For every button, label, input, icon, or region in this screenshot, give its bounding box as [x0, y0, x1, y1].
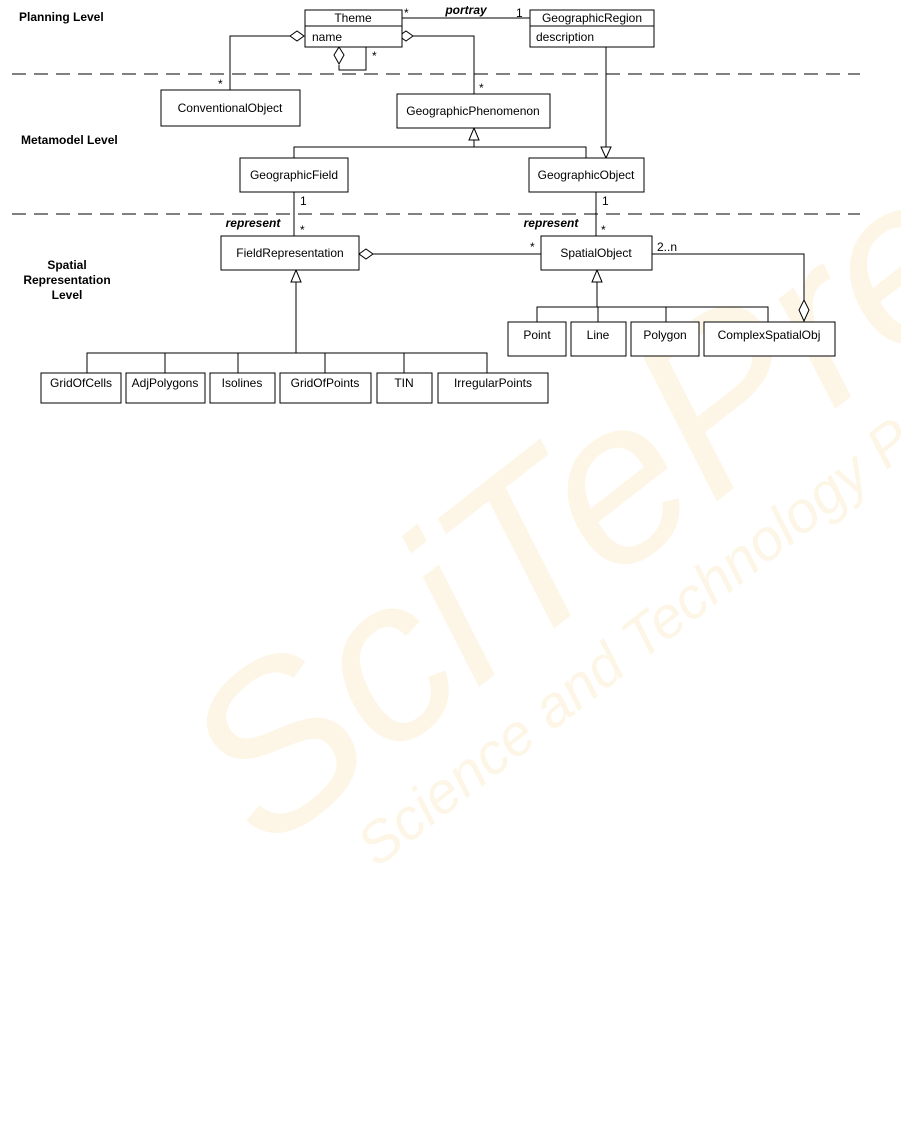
- theme-phenomenon-aggregation: [413, 35, 475, 94]
- theme-attribute: name: [312, 30, 342, 44]
- field-generalization-branch: [86, 352, 488, 373]
- class-line: Line: [570, 321, 627, 357]
- theme-self-aggregation: [338, 45, 367, 71]
- adj-polygons-name: AdjPolygons: [132, 376, 199, 390]
- class-complex-spatial-obj: ComplexSpatialObj: [703, 321, 836, 357]
- grid-of-cells-name: GridOfCells: [50, 376, 112, 390]
- theme-self-diamond: [333, 46, 345, 66]
- mult-object-one: 1: [602, 194, 609, 208]
- planning-level-label: Planning Level: [19, 10, 104, 24]
- watermark: SciTePress Science and Technology Public…: [137, 0, 901, 893]
- isolines-name: Isolines: [222, 376, 263, 390]
- spatial-level-label-3: Level: [52, 288, 83, 302]
- spatial-generalization-branch: [536, 306, 769, 322]
- mult-spatial-aggregation: *: [530, 240, 535, 254]
- theme-conventional-aggregation: [229, 35, 290, 90]
- grid-of-points-name: GridOfPoints: [291, 376, 360, 390]
- class-grid-of-cells: GridOfCells: [40, 372, 122, 404]
- spatial-level-label-2: Representation: [23, 273, 110, 287]
- mult-theme-self: *: [372, 49, 377, 63]
- spatial-object-name: SpatialObject: [560, 246, 632, 260]
- mult-two-n: 2..n: [657, 240, 677, 254]
- phenomenon-generalization-arrow: [468, 126, 480, 141]
- geographic-region-attribute: description: [536, 30, 594, 44]
- class-conventional-object: ConventionalObject: [160, 89, 301, 127]
- theme-name: Theme: [334, 11, 372, 25]
- class-theme: Theme name: [304, 9, 403, 48]
- line-name: Line: [587, 328, 610, 342]
- mult-phenomenon: *: [479, 81, 484, 95]
- mult-conventional: *: [218, 77, 223, 91]
- mult-theme-portray: *: [404, 6, 409, 20]
- connections: [86, 17, 805, 373]
- class-geographic-field: GeographicField: [239, 157, 349, 193]
- class-polygon: Polygon: [630, 321, 700, 357]
- complex-spatial-obj-name: ComplexSpatialObj: [718, 328, 821, 342]
- class-geographic-region: GeographicRegion description: [529, 9, 655, 48]
- mult-field-representation: *: [300, 223, 305, 237]
- geographic-object-name: GeographicObject: [538, 168, 635, 182]
- class-adj-polygons: AdjPolygons: [125, 372, 206, 404]
- class-geographic-object: GeographicObject: [528, 157, 645, 193]
- geographic-field-name: GeographicField: [250, 168, 338, 182]
- represent-object-label: represent: [524, 216, 580, 230]
- field-generalization: [293, 146, 587, 158]
- represent-field-label: represent: [226, 216, 282, 230]
- theme-left-diamond: [289, 30, 305, 42]
- tin-name: TIN: [394, 376, 413, 390]
- conventional-object-name: ConventionalObject: [178, 101, 283, 115]
- class-spatial-object: SpatialObject: [540, 235, 653, 271]
- irregular-points-name: IrregularPoints: [454, 376, 532, 390]
- mult-spatial-object: *: [601, 223, 606, 237]
- class-irregular-points: IrregularPoints: [437, 372, 549, 404]
- spatial-complex-aggregation: [652, 253, 805, 300]
- geographic-region-name: GeographicRegion: [542, 11, 642, 25]
- metamodel-level-label: Metamodel Level: [21, 133, 118, 147]
- mult-field-one: 1: [300, 194, 307, 208]
- geographic-phenomenon-name: GeographicPhenomenon: [406, 104, 539, 118]
- field-generalization-arrow: [290, 268, 302, 283]
- field-aggregation-diamond: [358, 248, 374, 260]
- mult-region-portray: 1: [516, 6, 523, 20]
- class-field-representation: FieldRepresentation: [220, 235, 360, 271]
- region-generalization-arrow: [600, 146, 612, 160]
- field-representation-name: FieldRepresentation: [236, 246, 343, 260]
- complex-aggregation-diamond: [798, 298, 810, 323]
- class-point: Point: [507, 321, 567, 357]
- polygon-name: Polygon: [643, 328, 686, 342]
- class-isolines: Isolines: [209, 372, 276, 404]
- class-tin: TIN: [376, 372, 433, 404]
- spatial-generalization-arrow: [591, 268, 603, 283]
- spatial-level-label-1: Spatial: [47, 258, 86, 272]
- point-name: Point: [523, 328, 551, 342]
- class-geographic-phenomenon: GeographicPhenomenon: [396, 93, 551, 129]
- portray-label: portray: [444, 3, 488, 17]
- class-grid-of-points: GridOfPoints: [279, 372, 372, 404]
